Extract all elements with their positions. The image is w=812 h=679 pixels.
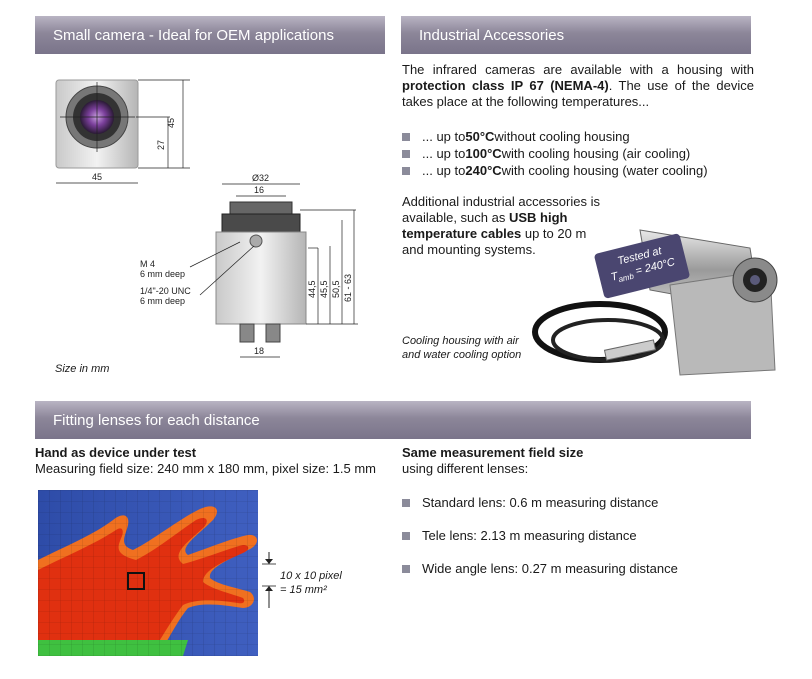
bullet-icon (402, 166, 410, 175)
protection-class: protection class IP 67 (NEMA-4) (402, 78, 609, 93)
m4-label: M 4 (140, 259, 155, 269)
bullet-icon (402, 132, 410, 141)
dim-width-18: 18 (254, 346, 264, 356)
unc-label: 1/4"-20 UNC (140, 286, 191, 296)
dim-44-5: 44,5 (307, 280, 317, 298)
dim-61-63: 61 - 63 (343, 274, 353, 302)
dim-diameter-32: Ø32 (252, 173, 269, 183)
bullet-icon (402, 531, 410, 540)
cooling-caption: Cooling housing with air and water cooli… (402, 335, 522, 361)
section-title: Small camera - Ideal for OEM application… (53, 26, 334, 44)
lens-item-wide: Wide angle lens: 0.27 m measuring distan… (402, 560, 678, 577)
accessories-text: Additional industrial accessories is ava… (402, 194, 600, 257)
camera-technical-drawing: 45 45 27 Ø32 16 18 44,5 45,5 50,5 61 - 6… (55, 79, 358, 358)
lens-item-standard: Standard lens: 0.6 m measuring distance (402, 494, 678, 511)
bullet-icon (402, 564, 410, 573)
section-header-lenses: Fitting lenses for each distance (35, 401, 751, 439)
section-header-industrial: Industrial Accessories (401, 16, 751, 54)
section-title: Fitting lenses for each distance (53, 411, 260, 429)
dim-45-5: 45,5 (319, 280, 329, 298)
unc-sub-label: 6 mm deep (140, 296, 185, 306)
bullet-icon (402, 149, 410, 158)
dim-width-45: 45 (92, 172, 102, 182)
dim-width-16: 16 (254, 185, 264, 195)
hand-subheading: Measuring field size: 240 mm x 180 mm, p… (35, 461, 377, 476)
lens-item-tele: Tele lens: 2.13 m measuring distance (402, 527, 678, 544)
usb-cables: USB high temperature cables (402, 210, 568, 241)
dim-height-45: 45 (166, 118, 176, 128)
thermal-hand-image (38, 490, 258, 656)
pixel-note: 10 x 10 pixel = 15 mm² (280, 570, 342, 596)
m4-sub-label: 6 mm deep (140, 269, 185, 279)
temperature-item: ... up to 100°C with cooling housing (ai… (402, 145, 708, 162)
cooling-housing-image (532, 229, 778, 376)
pixel-bracket (262, 552, 276, 608)
lens-subheading: using different lenses: (402, 461, 529, 476)
size-note: Size in mm (55, 363, 110, 375)
temperature-item: ... up to 240°C with cooling housing (wa… (402, 162, 708, 179)
lens-heading: Same measurement field size (402, 445, 584, 460)
temperature-item: ... up to 50°C without cooling housing (402, 128, 708, 145)
industrial-intro: The infrared cameras are available with … (402, 62, 754, 109)
hand-heading: Hand as device under test (35, 445, 197, 460)
temperature-list: ... up to 50°C without cooling housing .… (402, 128, 708, 179)
section-title: Industrial Accessories (419, 26, 565, 44)
section-header-small-camera: Small camera - Ideal for OEM application… (35, 16, 385, 54)
bullet-icon (402, 498, 410, 507)
dim-50-5: 50,5 (331, 280, 341, 298)
dim-height-27: 27 (156, 140, 166, 150)
lens-list: Standard lens: 0.6 m measuring distance … (402, 494, 678, 577)
